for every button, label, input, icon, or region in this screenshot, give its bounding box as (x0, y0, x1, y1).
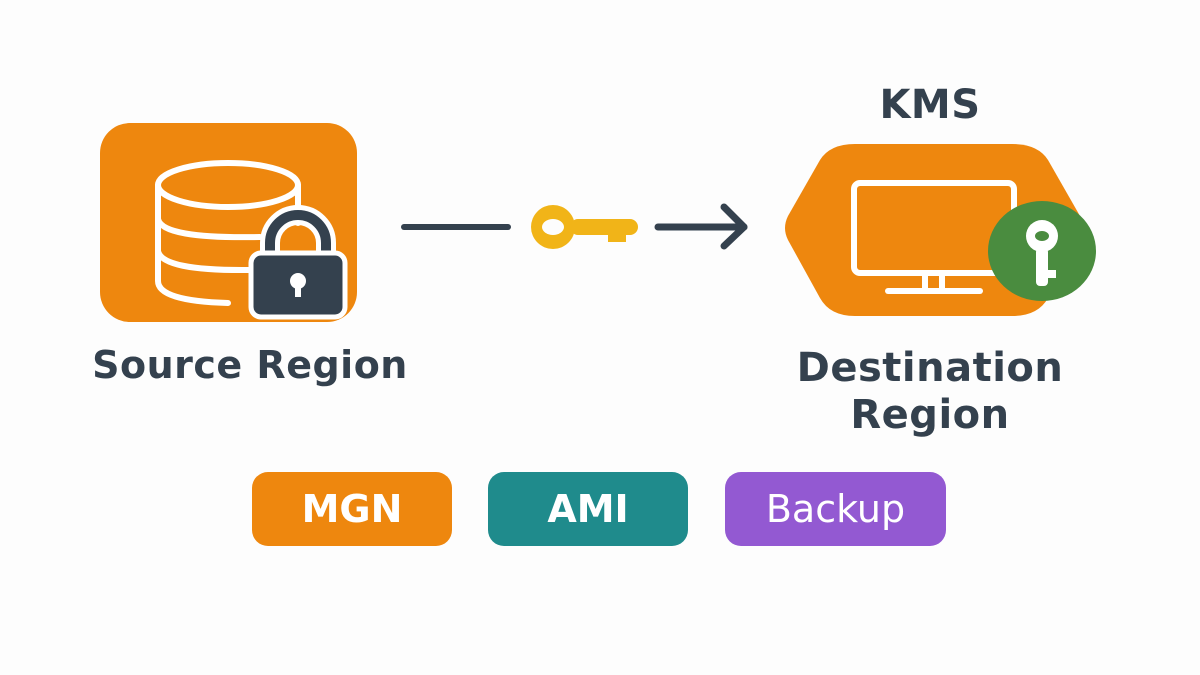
database-lock-graphic (155, 160, 348, 320)
destination-label-line2: Region (850, 392, 1010, 438)
badge-mgn: MGN (252, 472, 452, 546)
transfer-connector (401, 203, 748, 250)
destination-label-line1: Destination (796, 345, 1064, 391)
kms-label: KMS (879, 82, 981, 128)
destination-region-label: Destination Region (760, 345, 1100, 439)
badge-backup: Backup (725, 472, 946, 546)
destination-graphic (785, 144, 1096, 316)
key-icon (531, 205, 638, 249)
padlock-icon (248, 205, 348, 320)
arrow-right-icon (654, 203, 748, 250)
source-region-label: Source Region (92, 343, 408, 387)
database-icon (155, 160, 301, 306)
badge-ami: AMI (488, 472, 688, 546)
source-region-box (100, 123, 357, 322)
key-badge-icon (988, 201, 1096, 301)
